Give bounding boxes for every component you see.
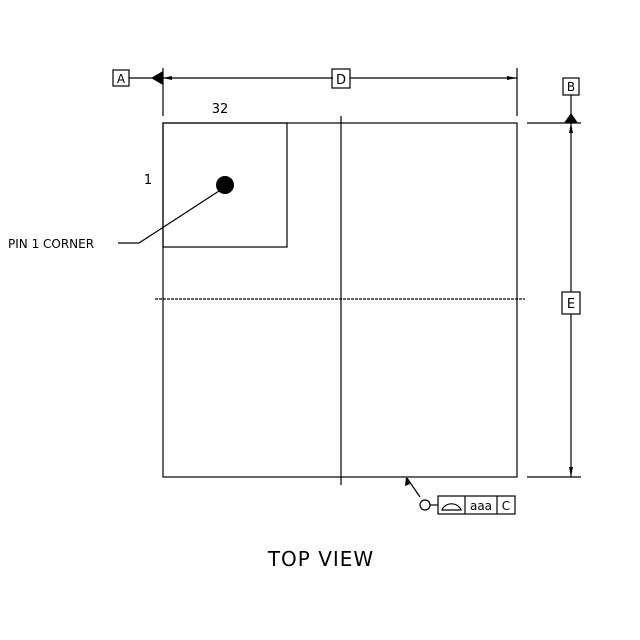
datum-triangle-icon bbox=[564, 113, 578, 123]
pin-number-1: 1 bbox=[144, 173, 152, 188]
all-around-icon bbox=[419, 499, 431, 511]
fcf-datum: C bbox=[502, 499, 510, 513]
fcf-tolerance: aaa bbox=[470, 499, 492, 513]
pin1-leader bbox=[118, 190, 220, 244]
arrowhead-icon bbox=[507, 76, 517, 80]
dimension-d-box bbox=[331, 68, 351, 89]
pin1-region bbox=[162, 122, 288, 248]
dimension-e-label: E bbox=[567, 297, 575, 312]
view-title: TOP VIEW bbox=[267, 547, 374, 571]
datum-a-label: A bbox=[117, 72, 126, 86]
pin-number-32: 32 bbox=[212, 102, 229, 117]
dimension-e-box bbox=[561, 291, 581, 315]
arrowhead-icon bbox=[569, 467, 573, 477]
pin1-dot bbox=[216, 176, 234, 194]
arrowhead-icon bbox=[405, 477, 410, 486]
datum-triangle-icon bbox=[151, 71, 163, 85]
arrowhead-icon bbox=[163, 76, 172, 80]
pin1-corner-label: PIN 1 CORNER bbox=[8, 237, 94, 251]
feature-control-frame bbox=[437, 495, 516, 515]
datum-b-label: B bbox=[567, 80, 575, 94]
dimension-d-label: D bbox=[336, 73, 346, 88]
arrowhead-icon bbox=[569, 123, 573, 133]
fcf-leader bbox=[406, 477, 421, 498]
package-outline bbox=[162, 122, 518, 478]
profile-of-surface-icon bbox=[441, 503, 462, 511]
